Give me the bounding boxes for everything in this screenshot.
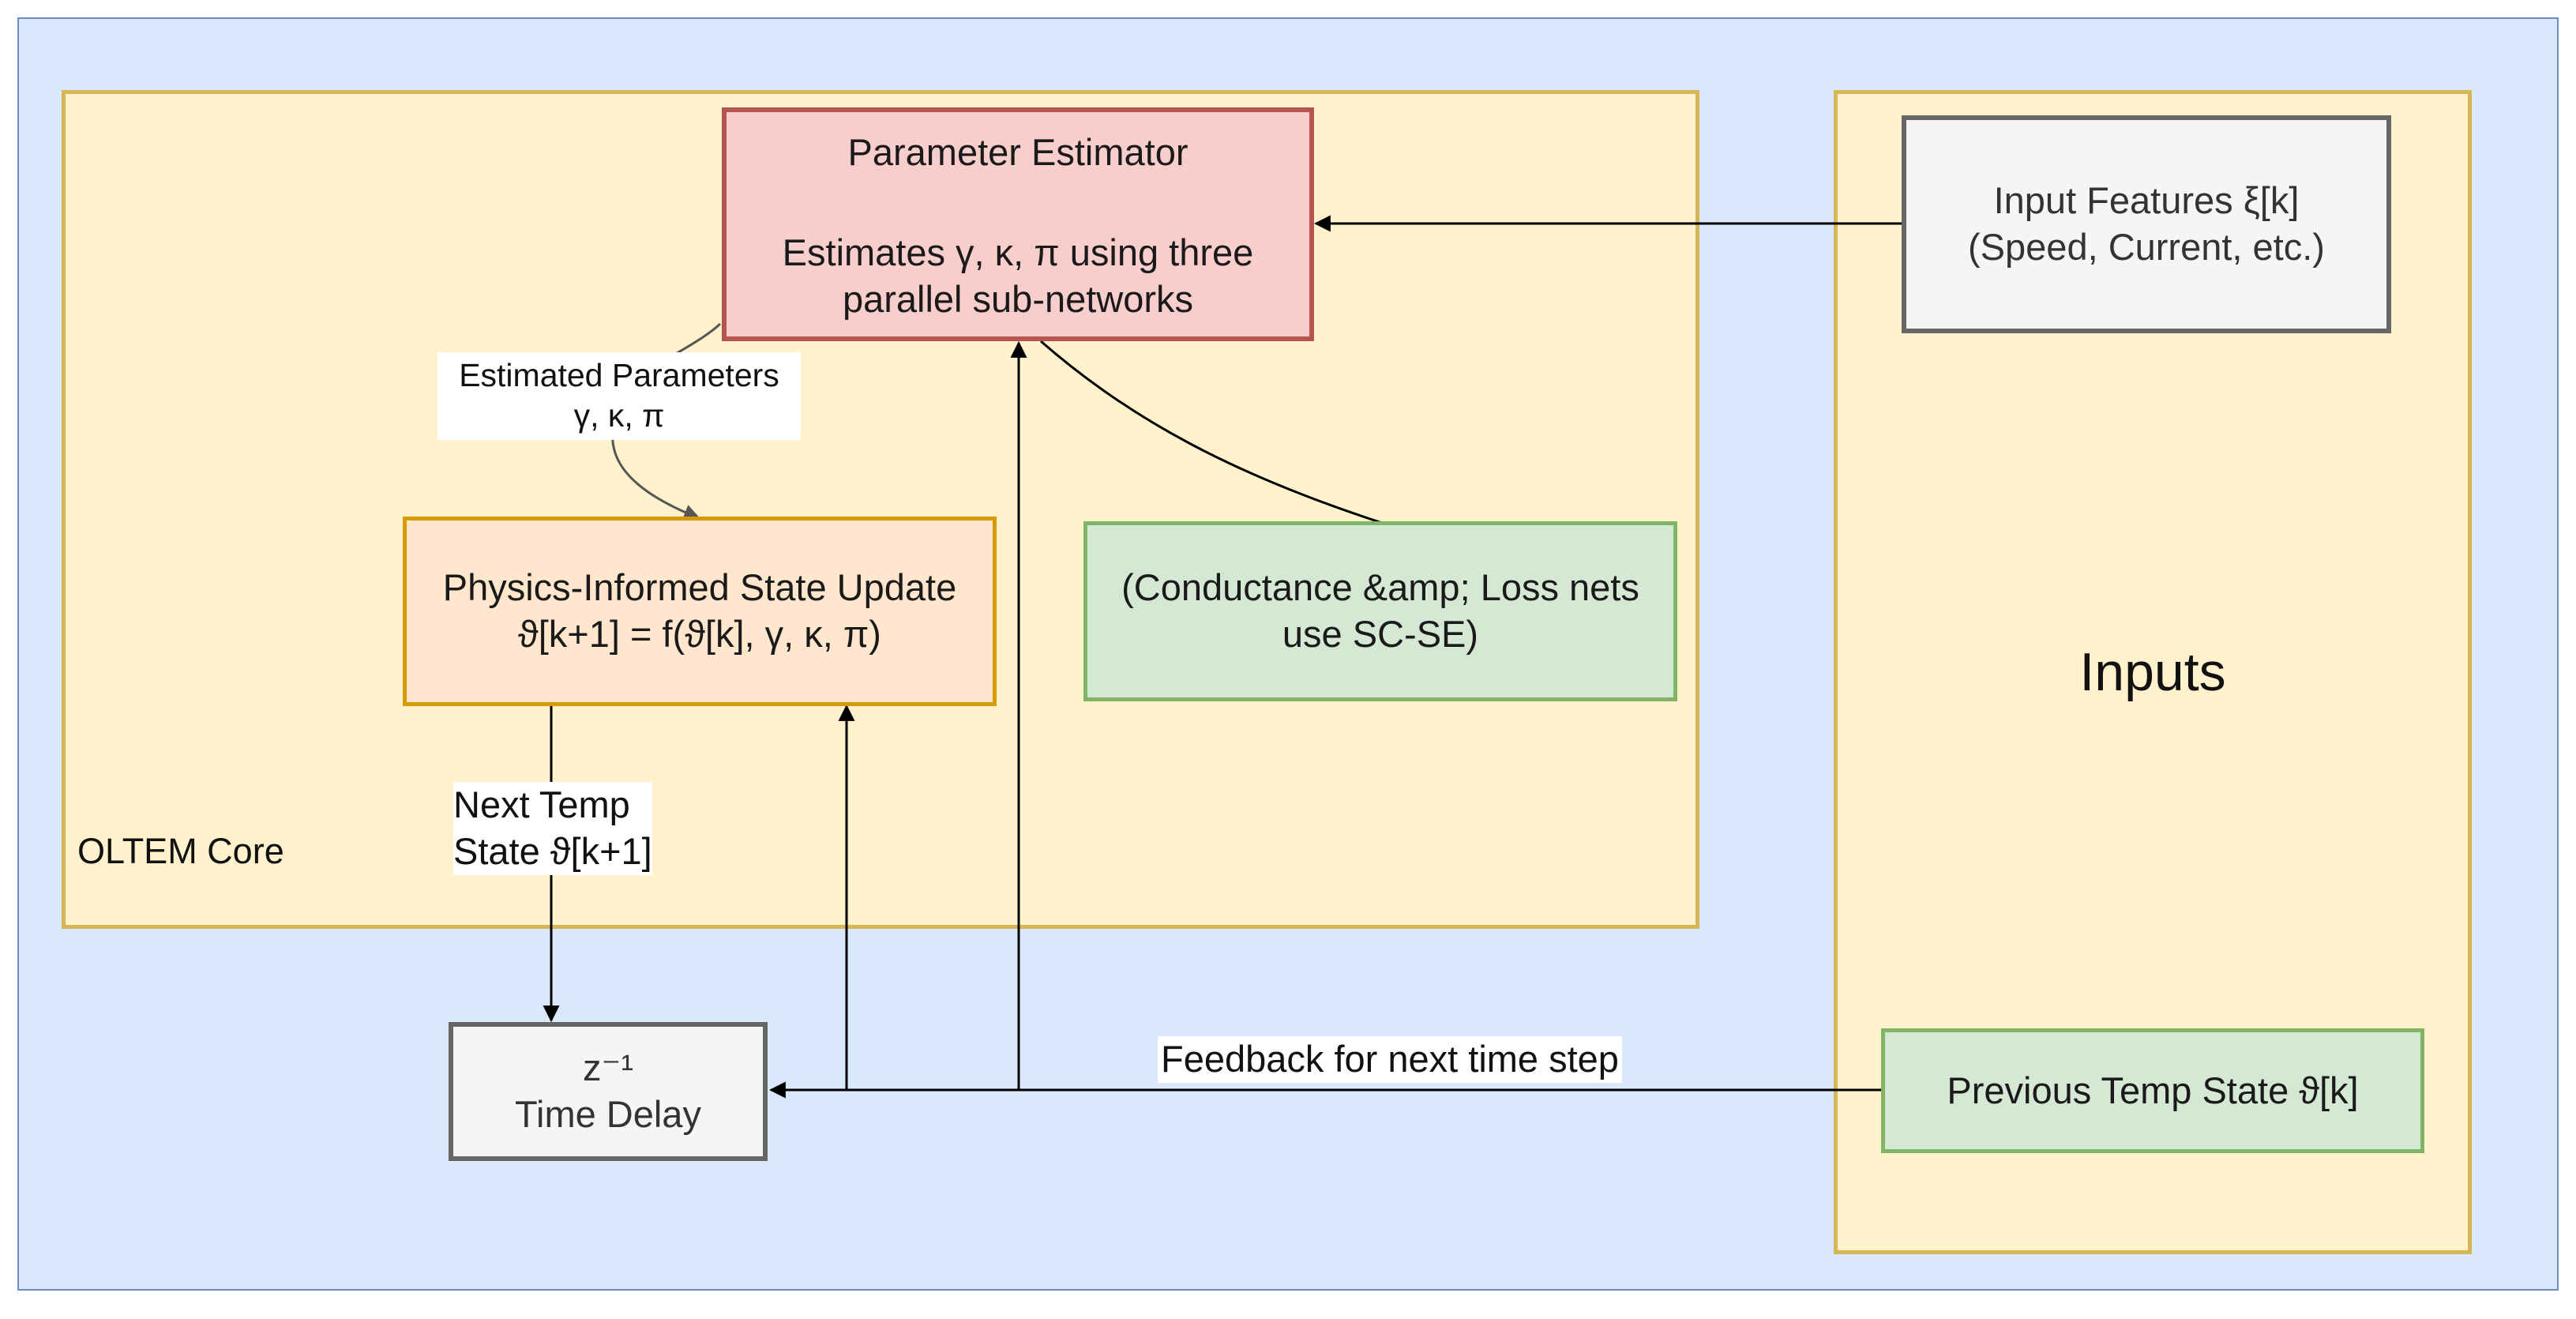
input-features-line2: (Speed, Current, etc.) [1968, 226, 2325, 268]
state-update-box: Physics-Informed State Update ϑ[k+1] = f… [403, 517, 997, 706]
parameter-estimator-line1: Estimates γ, κ, π using three [782, 231, 1254, 273]
time-delay-symbol: z⁻¹ [583, 1047, 633, 1089]
next-temp-line1: Next Temp [453, 784, 630, 825]
next-temp-line2: State ϑ[k+1] [453, 829, 652, 872]
estimated-parameters-line2: γ, κ, π [573, 397, 665, 434]
estimated-parameters-line1: Estimated Parameters [459, 357, 779, 393]
input-features-line1: Input Features ξ[k] [1993, 179, 2300, 222]
parameter-estimator-line2: parallel sub-networks [842, 277, 1194, 320]
edge-estimator-to-note [1040, 340, 1383, 524]
parameter-estimator-title: Parameter Estimator [847, 131, 1188, 173]
input-features-box: Input Features ξ[k] (Speed, Current, etc… [1902, 115, 2391, 333]
previous-temp-box: Previous Temp State ϑ[k] [1881, 1028, 2424, 1153]
conductance-note-box: (Conductance &amp; Loss nets use SC-SE) [1083, 521, 1677, 701]
state-update-line2: ϑ[k+1] = f(ϑ[k], γ, κ, π) [518, 613, 881, 655]
parameter-estimator-box: Parameter Estimator Estimates γ, κ, π us… [722, 107, 1314, 341]
state-update-line1: Physics-Informed State Update [442, 566, 957, 609]
conductance-note-line1: (Conductance &amp; Loss nets [1121, 566, 1639, 609]
oltem-core-label: OLTEM Core [77, 831, 284, 871]
edge-label-next-temp: Next Temp State ϑ[k+1] [453, 782, 652, 875]
conductance-note-line2: use SC-SE) [1282, 613, 1479, 655]
previous-temp-label: Previous Temp State ϑ[k] [1947, 1069, 2359, 1111]
edge-label-feedback: Feedback for next time step [1158, 1036, 1622, 1083]
time-delay-label: Time Delay [515, 1093, 701, 1135]
edge-label-estimated-parameters: Estimated Parameters γ, κ, π [437, 352, 801, 440]
inputs-label: Inputs [2079, 642, 2226, 702]
time-delay-box: z⁻¹ Time Delay [449, 1022, 768, 1161]
